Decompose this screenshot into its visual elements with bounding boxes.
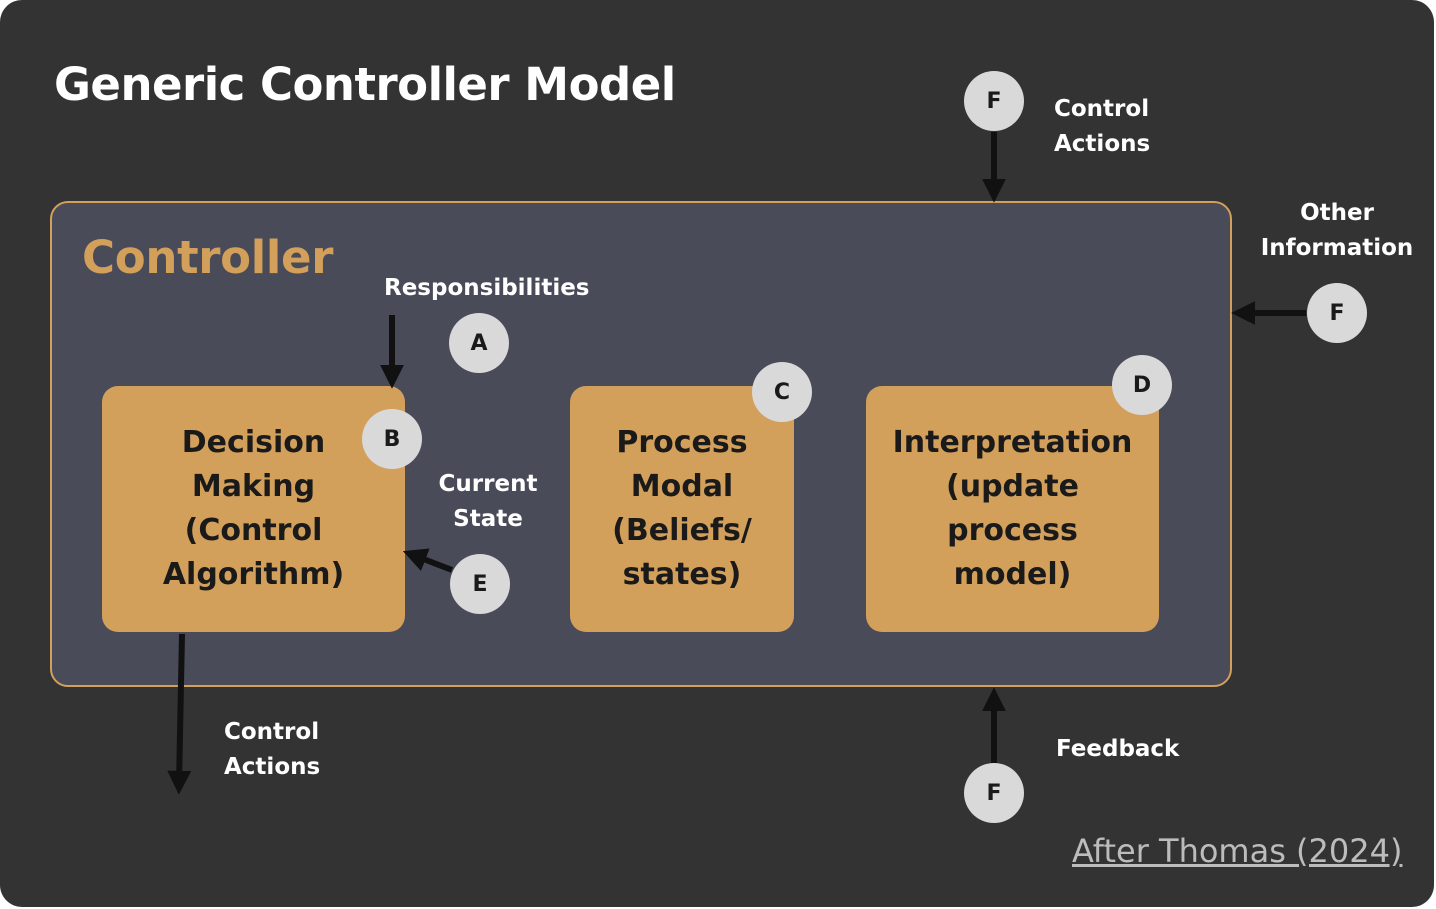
process-model-card: Process Modal (Beliefs/ states) — [570, 386, 794, 632]
interpretation-card: Interpretation (update process model) — [866, 386, 1159, 632]
badge-d: D — [1112, 355, 1172, 415]
feedback-label: Feedback — [1056, 736, 1180, 762]
control-actions-out-arrow — [167, 633, 192, 795]
responsibilities-label: Responsibilities — [384, 275, 590, 301]
decision-making-card: Decision Making (Control Algorithm) — [102, 386, 405, 632]
diagram-title: Generic Controller Model — [54, 58, 676, 111]
controller-label: Controller — [82, 231, 334, 284]
control-actions-out-label: Control Actions — [224, 719, 321, 780]
other-information-label: Other Information — [1260, 200, 1414, 261]
badge-c: C — [752, 362, 812, 422]
badge-e: E — [450, 554, 510, 614]
credit-link[interactable]: After Thomas (2024) — [1072, 832, 1403, 870]
badge-b: B — [362, 409, 422, 469]
control-actions-in-label: Control Actions — [1054, 96, 1151, 157]
badge-f-control-actions: F — [964, 71, 1024, 131]
current-state-label: Current State — [438, 471, 538, 532]
badge-f-feedback: F — [964, 763, 1024, 823]
current-state-arrow — [402, 548, 454, 573]
badge-a: A — [449, 313, 509, 373]
badge-f-other-information: F — [1307, 283, 1367, 343]
